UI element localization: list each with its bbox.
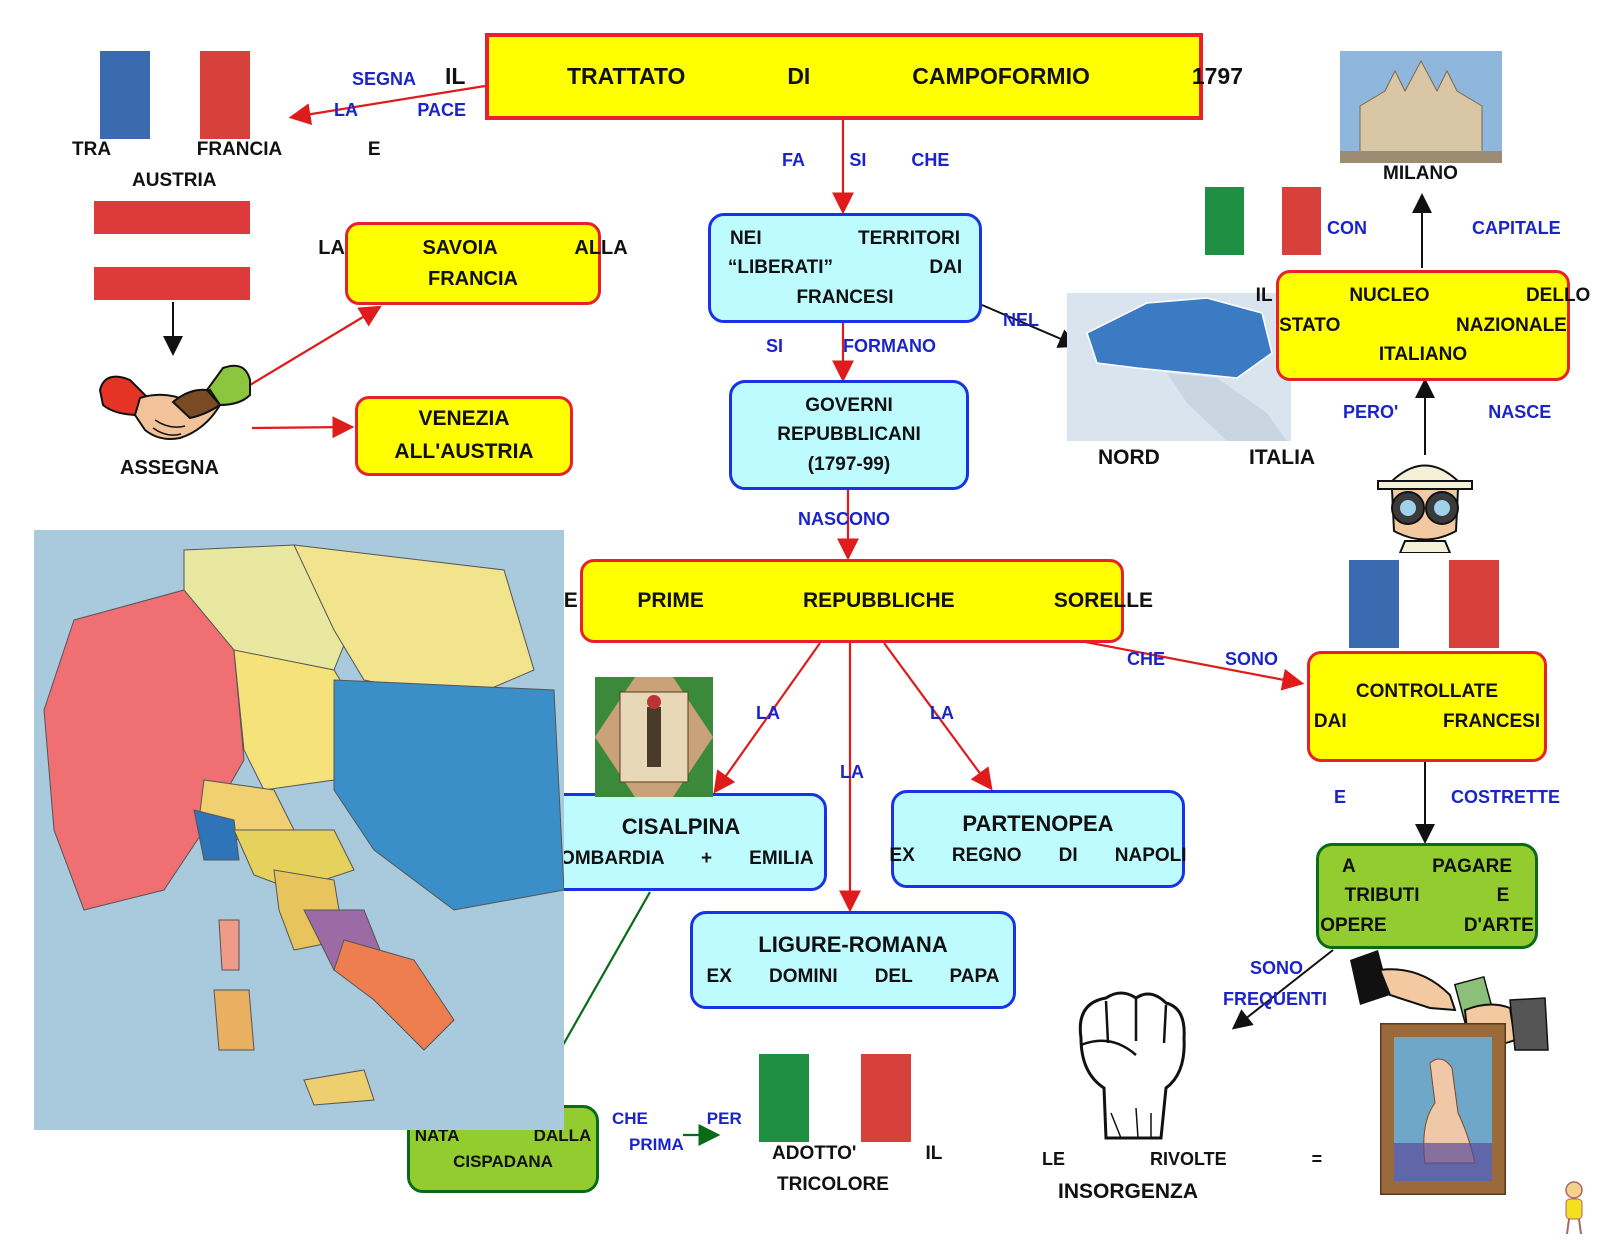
austria-flag: [94, 201, 250, 300]
label-e-costrette: E COSTRETTE: [1334, 787, 1561, 807]
governi-line1: GOVERNI: [805, 394, 893, 416]
cisalpina-sub: LOMBARDIA + EMILIA: [548, 848, 814, 870]
austria-red-bottom: [94, 267, 250, 300]
label-nascono: NASCONO: [798, 509, 891, 529]
label-sono: SONO: [1250, 958, 1304, 978]
territori-line2: “LIBERATI” DAI: [727, 257, 963, 279]
rivolte-text: LE RIVOLTE =: [1042, 1149, 1323, 1169]
venezia-box: VENEZIA ALL'AUSTRIA: [355, 396, 573, 476]
nord-italia-text: NORD ITALIA: [1098, 446, 1316, 469]
ligure-box: LIGURE-ROMANA EX DOMINI DEL PAPA: [690, 911, 1016, 1009]
venezia-line1: VENEZIA: [418, 407, 510, 431]
partenopea-title: PARTENOPEA: [962, 811, 1114, 837]
arrow-sorelle-to-partenopea: [883, 642, 993, 791]
label-pero-nasce: PERO' NASCE: [1343, 402, 1552, 422]
label-la-left: LA: [756, 703, 780, 723]
savoia-box: LA SAVOIA ALLA FRANCIA: [318, 222, 628, 305]
italy-green-stripe: [759, 1054, 809, 1142]
austria-red-top: [94, 201, 250, 234]
raised-fist-icon: [1078, 991, 1186, 1140]
italy-red-stripe-top: [1282, 187, 1321, 255]
title-box: IL TRATTATO DI CAMPOFORMIO 1797: [445, 33, 1243, 120]
nucleo-line1: IL NUCLEO DELLO: [1255, 285, 1591, 307]
tributi-line3: OPERE D'ARTE: [1320, 914, 1534, 936]
milano-duomo-image: [1340, 51, 1502, 163]
flag-blue-stripe-right: [1349, 560, 1399, 648]
small-character-icon: [1565, 1181, 1583, 1235]
territori-line3: FRANCESI: [796, 286, 894, 308]
nucleo-line3: ITALIANO: [1378, 344, 1468, 366]
tributi-line1: A PAGARE: [1341, 855, 1512, 877]
sorelle-box: LE PRIME REPUBBLICHE SORELLE: [551, 559, 1153, 643]
france-flag-top: [100, 51, 250, 139]
handshake-icon: [98, 364, 251, 440]
cispadana-line2: CISPADANA: [453, 1152, 553, 1171]
cisalpina-box: CISALPINA LOMBARDIA + EMILIA: [535, 793, 827, 891]
governi-box: GOVERNI REPUBBLICANI (1797-99): [729, 380, 969, 490]
label-segna: SEGNA: [352, 69, 417, 89]
label-la-center: LA: [840, 762, 864, 782]
italy-flag-top: [1205, 187, 1321, 255]
flag-red-stripe: [200, 51, 250, 139]
territori-line1: NEI TERRITORI: [729, 227, 961, 249]
savoia-line1: LA SAVOIA ALLA: [318, 236, 628, 259]
label-nel: NEL: [1003, 310, 1039, 330]
milano-text: MILANO: [1383, 163, 1458, 184]
venezia-line2: ALL'AUSTRIA: [394, 440, 534, 463]
tributi-line2: TRIBUTI E: [1344, 885, 1510, 907]
label-con-capitale: CON CAPITALE: [1327, 218, 1561, 238]
arrow-territori-to-nord: [981, 304, 1079, 348]
label-fa-si-che: FA SI CHE: [782, 150, 950, 170]
governi-line3: (1797-99): [807, 453, 891, 475]
europe-map-image: [34, 530, 564, 1130]
nucleo-line2: STATO NAZIONALE: [1279, 314, 1567, 336]
label-la-pace: LA PACE: [334, 100, 467, 120]
label-prima: PRIMA: [629, 1135, 684, 1154]
sorelle-text: LE PRIME REPUBBLICHE SORELLE: [550, 588, 1154, 612]
tra-francia-text: TRA FRANCIA E: [72, 139, 381, 160]
label-la-right: LA: [930, 703, 954, 723]
partenopea-box: PARTENOPEA EX REGNO DI NAPOLI: [889, 790, 1187, 888]
label-che-sono: CHE SONO: [1127, 649, 1279, 669]
controllate-box: CONTROLLATE DAI FRANCESI: [1307, 651, 1547, 762]
arrow-handshake-to-savoia: [249, 305, 382, 386]
italy-red-stripe: [861, 1054, 911, 1142]
label-che-per: CHE PER: [612, 1109, 742, 1128]
title-text: IL TRATTATO DI CAMPOFORMIO 1797: [445, 62, 1243, 89]
cispadana-line1: NATA DALLA: [414, 1125, 592, 1145]
arrow-title-to-pace: [288, 84, 486, 126]
nucleo-box: IL NUCLEO DELLO STATO NAZIONALE ITALIANO: [1256, 270, 1590, 381]
ligure-sub: EX DOMINI DEL PAPA: [706, 966, 1000, 988]
france-flag-right: [1349, 560, 1499, 648]
insorgenza-text: INSORGENZA: [1058, 1180, 1199, 1203]
tricolore-text: TRICOLORE: [777, 1174, 889, 1195]
arrow-tributi-to-rivolte: [1231, 949, 1334, 1030]
adotto-text: ADOTTO' IL: [772, 1143, 943, 1164]
austria-text: AUSTRIA: [132, 170, 217, 191]
italy-flag-bottom: [759, 1054, 911, 1142]
arrow-handshake-to-venezia: [251, 416, 355, 439]
territori-box: NEI TERRITORI “LIBERATI” DAI FRANCESI: [708, 213, 982, 323]
flag-red-stripe-right: [1449, 560, 1499, 648]
savoia-line2: FRANCIA: [428, 267, 518, 290]
cisalpina-banner-image: [595, 677, 713, 797]
governi-line2: REPUBBLICANI: [777, 424, 921, 446]
label-si-formano: SI FORMANO: [766, 336, 936, 356]
ligure-title: LIGURE-ROMANA: [758, 932, 948, 958]
nord-italia-map-image: [1067, 293, 1291, 441]
italy-green-stripe-top: [1205, 187, 1244, 255]
label-frequenti: FREQUENTI: [1223, 989, 1328, 1009]
cisalpina-title: CISALPINA: [621, 814, 741, 840]
tributi-box: A PAGARE TRIBUTI E OPERE D'ARTE: [1316, 843, 1538, 949]
arrow-sorelle-to-cisalpina: [713, 642, 821, 794]
controllate-line1: CONTROLLATE: [1355, 681, 1499, 703]
flag-blue-stripe: [100, 51, 150, 139]
partenopea-sub: EX REGNO DI NAPOLI: [889, 845, 1187, 867]
binoculars-icon: [1377, 464, 1473, 553]
controllate-line2: DAI FRANCESI: [1313, 710, 1541, 732]
assegna-text: ASSEGNA: [120, 457, 219, 479]
framed-painting-image: [1380, 1023, 1506, 1195]
arrow-sorelle-to-controllate: [1074, 638, 1305, 691]
